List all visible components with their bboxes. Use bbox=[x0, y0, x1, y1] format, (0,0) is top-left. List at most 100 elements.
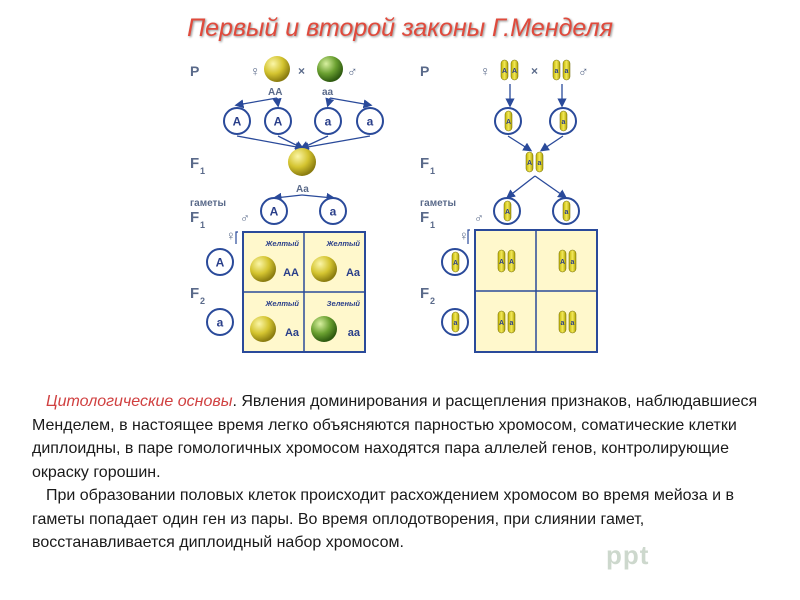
punnett-chromosome bbox=[558, 249, 567, 273]
punnett-phenotype: Желтый bbox=[326, 239, 361, 248]
parent-genotype-left: AA bbox=[268, 87, 282, 98]
paragraph-1-accent: Цитологические основы bbox=[46, 393, 233, 410]
punnett-genotype: AA bbox=[283, 267, 299, 279]
f1-gamete-circle bbox=[319, 197, 347, 225]
parent-gamete-circle-label: a bbox=[367, 115, 374, 129]
gamete-female-symbol: ♀ bbox=[226, 228, 236, 243]
female-symbol-right: ♀ bbox=[480, 63, 491, 79]
punnett-chromosome bbox=[497, 310, 506, 334]
gamete-chromosome-gene: A bbox=[506, 119, 511, 126]
gamete-chromosome-gene: a bbox=[562, 119, 566, 126]
f1-gamete-circle-female-label: A bbox=[216, 256, 225, 270]
arrow-to-f1 bbox=[277, 135, 305, 150]
gamete-chromosome-gene: a bbox=[454, 320, 458, 327]
row-label-f1: F bbox=[190, 155, 199, 172]
row-label-f2: F bbox=[190, 285, 199, 302]
gamete-chromosome-gene: A bbox=[505, 209, 510, 216]
punnett-phenotype: Зеленый bbox=[327, 299, 361, 308]
f1-gamete-circle-female bbox=[206, 308, 234, 336]
punnett-chromosome-gene: a bbox=[571, 259, 575, 266]
row-label-gametes-f1-sub: 1 bbox=[200, 220, 205, 230]
row-label-f1-sub-right: 1 bbox=[430, 166, 435, 176]
parent-gamete-circle bbox=[264, 107, 292, 135]
punnett-chromosome-gene: A bbox=[499, 320, 504, 327]
cross-symbol-right: × bbox=[531, 64, 538, 78]
punnett-chromosome bbox=[558, 310, 567, 334]
arrow-f1-gamete-right bbox=[534, 175, 568, 199]
gamete-chromosome bbox=[503, 200, 512, 222]
arrow-parent-gamete bbox=[325, 97, 335, 108]
punnett-phenotype: Желтый bbox=[265, 239, 300, 248]
punnett-chromosome bbox=[507, 249, 516, 273]
punnett-chromosome bbox=[568, 249, 577, 273]
arrow-to-f1-right bbox=[539, 135, 564, 152]
row-label-gametes-f1-right: F bbox=[420, 209, 429, 226]
punnett-chromosome-gene: A bbox=[509, 259, 514, 266]
parent-pea-green bbox=[317, 56, 343, 82]
punnett-chromosome bbox=[507, 310, 516, 334]
row-label-gametes-f1: F bbox=[190, 209, 199, 226]
parent-chromosome-gene: a bbox=[565, 68, 569, 75]
paragraph-2: При образовании половых клеток происходи… bbox=[32, 487, 734, 551]
parent-chromosome bbox=[500, 59, 509, 81]
parent-pea-yellow bbox=[264, 56, 290, 82]
paragraph-1: Цитологические основы. Явления доминиров… bbox=[32, 390, 777, 484]
gamete-chromosome-gene: a bbox=[565, 209, 569, 216]
row-label-f2-sub: 2 bbox=[200, 296, 205, 306]
punnett-genotype: Aa bbox=[285, 327, 300, 339]
cross-symbol: × bbox=[298, 64, 305, 78]
f1-gamete-circle-female bbox=[206, 248, 234, 276]
paragraph-1-rest: . Явления доминирования и расщепления пр… bbox=[32, 393, 758, 481]
punnett-chromosome bbox=[497, 249, 506, 273]
punnett-chromosome bbox=[568, 310, 577, 334]
punnett-genotype: Aa bbox=[346, 267, 361, 279]
punnett-phenotype: Желтый bbox=[265, 299, 300, 308]
row-label-p: P bbox=[190, 63, 199, 79]
parent-gamete-circle bbox=[314, 107, 342, 135]
gamete-chromosome bbox=[504, 110, 513, 132]
parent-gamete-circle bbox=[356, 107, 384, 135]
male-symbol-right: ♂ bbox=[578, 63, 589, 79]
punnett-chromosome-gene: A bbox=[499, 259, 504, 266]
punnett-pea bbox=[250, 256, 276, 282]
row-label-f1-right: F bbox=[420, 155, 429, 172]
row-label-gametes-f1-sub-right: 1 bbox=[430, 220, 435, 230]
parent-gamete-circle-label: A bbox=[233, 115, 242, 129]
punnett-corner-line bbox=[235, 231, 238, 244]
arrow-f1-gamete-right bbox=[505, 175, 536, 199]
punnett-chromosome-gene: A bbox=[560, 259, 565, 266]
gamete-female-symbol-right: ♀ bbox=[459, 228, 469, 243]
f1-chromosome bbox=[525, 151, 534, 173]
arrow-parent-gamete bbox=[272, 97, 282, 108]
watermark-logo: ppt bbox=[606, 540, 650, 570]
punnett-pea bbox=[311, 256, 337, 282]
f1-chromosome bbox=[535, 151, 544, 173]
gamete-chromosome-gene: A bbox=[453, 260, 458, 267]
row-label-p-right: P bbox=[420, 63, 429, 79]
parent-chromosome bbox=[562, 59, 571, 81]
row-label-gametes: гаметы bbox=[190, 198, 226, 209]
parent-chromosome bbox=[552, 59, 561, 81]
f1-gamete-circle bbox=[260, 197, 288, 225]
f1-gamete-circle-label: a bbox=[330, 205, 337, 219]
f1-genotype: Aa bbox=[296, 184, 309, 195]
parent-gamete-circle-label: a bbox=[325, 115, 332, 129]
gamete-chromosome bbox=[559, 110, 568, 132]
punnett-genotype: aa bbox=[348, 327, 361, 339]
arrow-parent-gamete bbox=[329, 97, 373, 109]
row-label-f2-right: F bbox=[420, 285, 429, 302]
punnett-chromosome-gene: a bbox=[561, 320, 565, 327]
punnett-chromosome-gene: a bbox=[571, 320, 575, 327]
f1-chromosome-gene: a bbox=[538, 160, 542, 167]
page-title: Первый и второй законы Г.Менделя bbox=[187, 14, 613, 42]
parent-genotype-right: aa bbox=[322, 87, 334, 98]
male-symbol: ♂ bbox=[347, 63, 358, 79]
f1-gamete-circle-female-label: a bbox=[217, 316, 224, 330]
gamete-chromosome bbox=[562, 200, 571, 222]
gamete-chromosome bbox=[451, 251, 460, 273]
gamete-chromosome bbox=[451, 311, 460, 333]
punnett-corner-line-right bbox=[467, 229, 470, 244]
row-label-f2-sub-right: 2 bbox=[430, 296, 435, 306]
parent-chromosome bbox=[510, 59, 519, 81]
punnett-pea bbox=[311, 316, 337, 342]
